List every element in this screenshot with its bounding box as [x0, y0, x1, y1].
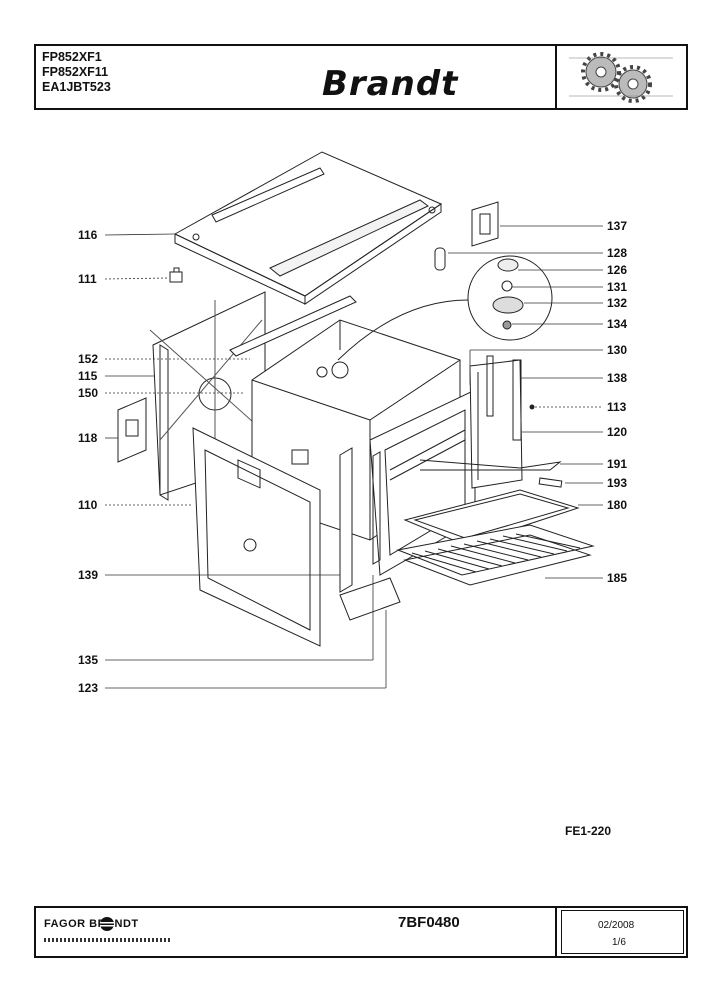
model-list: FP852XF1 FP852XF11 EA1JBT523 — [42, 50, 111, 95]
callout-131: 131 — [607, 280, 628, 294]
document-date: 02/2008 — [598, 920, 635, 931]
baking-tray — [403, 489, 580, 546]
screw-part — [529, 404, 535, 410]
callout-128: 128 — [607, 246, 628, 260]
callout-130: 130 — [607, 343, 628, 357]
header-divider — [555, 44, 557, 110]
brand-logo: Brandt — [322, 64, 459, 104]
model-3: EA1JBT523 — [42, 80, 111, 94]
callout-110: 110 — [78, 498, 98, 512]
lamp-part — [434, 247, 446, 271]
front-frame — [192, 427, 321, 647]
wire-shelf — [396, 524, 595, 586]
clip-part — [169, 267, 183, 283]
left-side-panel — [149, 291, 266, 501]
right-side-panel — [469, 355, 523, 489]
header-frame — [34, 44, 688, 110]
callout-111: 111 — [78, 272, 97, 286]
top-cover-part — [173, 151, 443, 305]
callout-118: 118 — [78, 431, 98, 445]
side-rail — [339, 447, 381, 593]
leader-lines — [104, 225, 603, 689]
company-tagline — [44, 938, 170, 942]
footer-divider — [555, 906, 557, 958]
footer-date-box — [561, 910, 684, 954]
callout-115: 115 — [78, 369, 98, 383]
callout-113: 113 — [607, 400, 627, 414]
company-logo: FAGOR BRANDT — [44, 918, 139, 930]
callout-191: 191 — [607, 457, 628, 471]
side-bracket-part — [117, 397, 147, 463]
model-1: FP852XF1 — [42, 50, 102, 64]
fagor-brandt-logo-icon — [100, 917, 114, 931]
callout-120: 120 — [607, 425, 628, 439]
callout-193: 193 — [607, 476, 628, 490]
callout-132: 132 — [607, 296, 628, 310]
callout-123: 123 — [78, 681, 99, 695]
callout-116: 116 — [78, 228, 98, 242]
hinge-bracket — [471, 201, 499, 247]
callout-137: 137 — [607, 219, 628, 233]
grill-element — [419, 459, 563, 488]
model-2: FP852XF11 — [42, 65, 109, 79]
callout-150: 150 — [78, 386, 99, 400]
callout-135: 135 — [78, 653, 99, 667]
callout-152: 152 — [78, 352, 99, 366]
callout-126: 126 — [607, 263, 628, 277]
callout-185: 185 — [607, 571, 628, 585]
lamp-assembly — [337, 255, 553, 361]
footer-frame — [34, 906, 688, 958]
callout-139: 139 — [78, 568, 99, 582]
callout-134: 134 — [607, 317, 628, 331]
callout-138: 138 — [607, 371, 628, 385]
callout-180: 180 — [607, 498, 628, 512]
gears-icon — [569, 52, 673, 103]
diagram-reference: FE1-220 — [565, 824, 612, 838]
document-number: 7BF0480 — [398, 914, 460, 931]
page-number: 1/6 — [612, 937, 626, 948]
